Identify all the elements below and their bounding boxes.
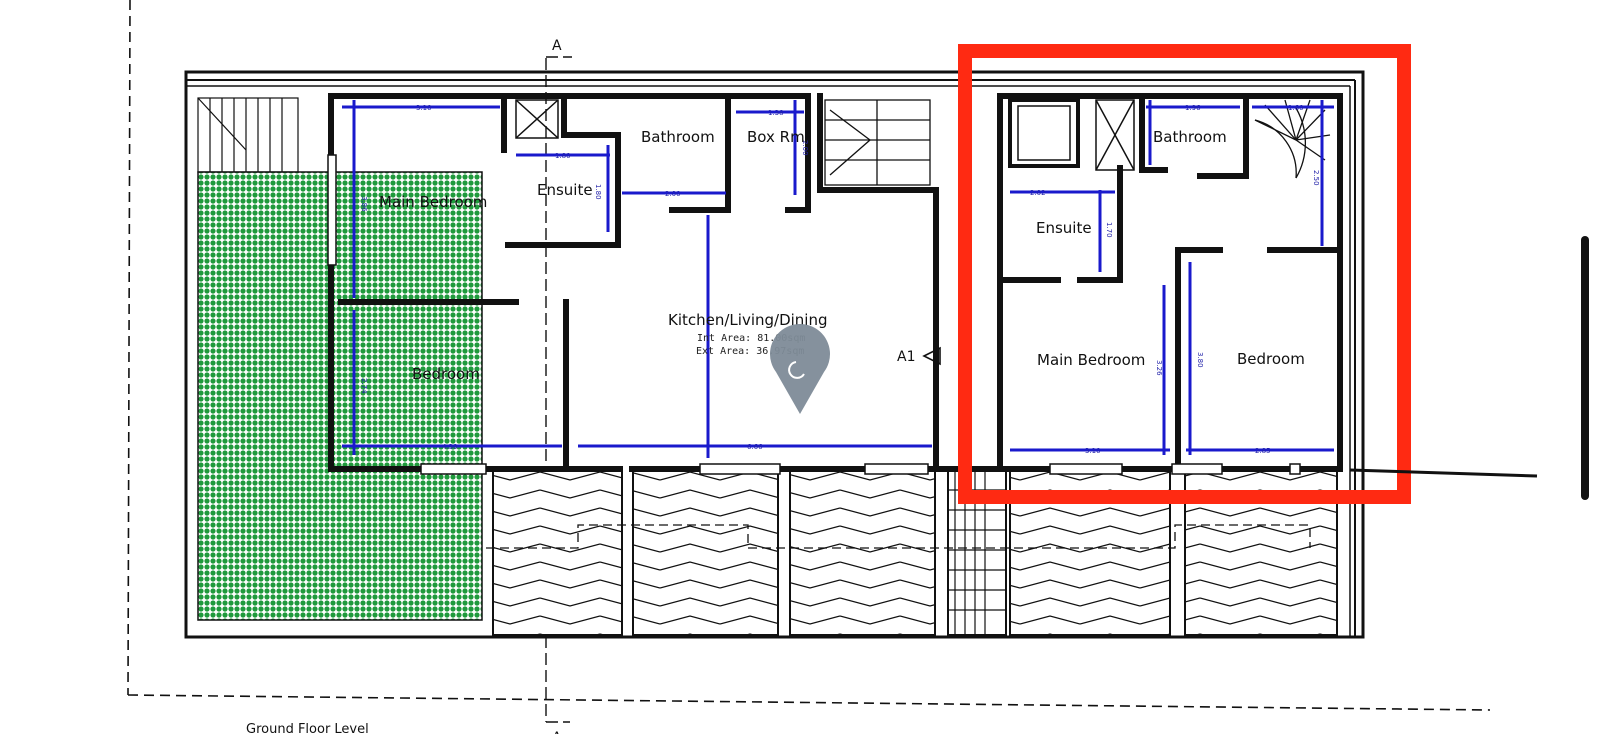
dim-label: 3.10 [1085, 447, 1101, 455]
room-label-ensuite-right: Ensuite [1036, 219, 1092, 237]
dim-label: 3.26 [1155, 360, 1163, 376]
room-label-kitchen: Kitchen/Living/Dining [668, 311, 828, 329]
highlight-box [958, 44, 1411, 504]
internal-area-label: Int Area: 81.00sqm [697, 333, 805, 344]
dim-label: 1.80 [594, 184, 602, 200]
dim-label: 2.50 [1312, 170, 1320, 186]
dimension-labels: 3.10 3.86 1.80 1.80 2.00 1.38 2.00 2.74 … [360, 104, 1320, 455]
dimension-lines [342, 100, 1334, 458]
room-label-bedroom-right: Bedroom [1237, 350, 1305, 368]
dim-label: 1.60 [1288, 104, 1304, 112]
dim-label: 6.66 [747, 443, 763, 451]
location-pin-icon [770, 323, 831, 414]
dim-label: 2.02 [1030, 189, 1046, 197]
right-edge-line [1349, 468, 1538, 478]
site-boundary [127, 0, 1491, 711]
terrace-paving [492, 469, 1338, 636]
room-label-bathroom-left: Bathroom [641, 128, 715, 146]
section-label-bottom: A [552, 730, 562, 734]
dim-label: 1.38 [768, 109, 784, 117]
garden-area [197, 171, 483, 621]
dim-label: 1.70 [1105, 222, 1113, 238]
outer-walls [184, 70, 1365, 639]
external-stair [197, 97, 299, 173]
windows [327, 154, 1301, 475]
dim-label: 2.85 [1255, 447, 1271, 455]
dim-label: 3.80 [1196, 352, 1204, 368]
room-label-bathroom-right: Bathroom [1153, 128, 1227, 146]
dim-label: 3.86 [360, 196, 368, 212]
dim-label: 1.80 [555, 152, 571, 160]
room-label-box-room: Box Rm [747, 128, 805, 146]
dim-label: 4.39 [442, 443, 458, 451]
dim-label: 2.00 [801, 140, 809, 156]
spiral-stair [1254, 99, 1331, 179]
room-label-bedroom-left: Bedroom [412, 365, 480, 383]
dim-label: 1.96 [1185, 104, 1201, 112]
room-labels: Main Bedroom Ensuite Bathroom Box Rm Bed… [379, 128, 1305, 383]
dim-label: 2.74 [360, 378, 368, 394]
elevation-label: A1 [897, 349, 915, 365]
room-label-main-bedroom-left: Main Bedroom [379, 193, 487, 211]
elevation-arrow-icon [922, 346, 941, 366]
shower-units [515, 98, 1135, 171]
dim-label: 2.00 [665, 190, 681, 198]
room-label-main-bedroom-right: Main Bedroom [1037, 351, 1145, 369]
section-label-top: A [552, 38, 562, 54]
dim-label: 3.10 [416, 104, 432, 112]
interior-stair [824, 99, 931, 186]
external-area-label: Ext Area: 36.97sqm [696, 346, 804, 357]
elevation-marker: A1 [897, 346, 941, 366]
floor-level-label: Ground Floor Level [246, 722, 369, 734]
room-label-ensuite-left: Ensuite [537, 181, 593, 199]
